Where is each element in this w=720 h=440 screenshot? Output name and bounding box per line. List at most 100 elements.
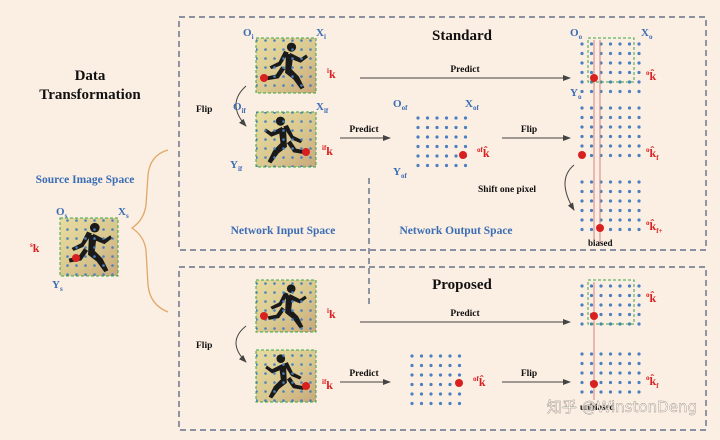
grid-dot — [589, 293, 594, 298]
grid-dot — [580, 51, 584, 56]
grid-dot — [637, 153, 641, 158]
standard-flipped-y-label: Yif — [230, 159, 243, 173]
standard-output-x-label: Xo — [641, 27, 653, 41]
source-keypoint-dot — [72, 254, 80, 262]
grid-dot — [608, 390, 613, 394]
grid-dot — [410, 382, 414, 387]
grid-dot — [618, 134, 622, 139]
shift-arrow — [564, 164, 575, 211]
proposed-output-grid-top — [580, 284, 641, 326]
grid-dot — [608, 227, 613, 232]
source-space-label: Source Image Space — [36, 174, 135, 186]
grid-dot — [435, 135, 439, 139]
grid-dot — [589, 51, 594, 56]
standard-flipped-input-image — [255, 111, 317, 168]
standard-output-grid-shifted — [580, 180, 641, 232]
grid-dot — [627, 312, 632, 317]
grid-dot — [425, 135, 430, 139]
grid-dot — [627, 80, 632, 84]
grid-dot — [416, 135, 420, 139]
standard-flipped-keypoint-label: ifk — [322, 144, 333, 158]
grid-dot — [580, 106, 584, 110]
grid-dot — [618, 144, 622, 148]
proposed-output-keypoint-label: ok̂ — [646, 291, 657, 305]
grid-dot — [637, 312, 641, 317]
grid-dot — [637, 106, 641, 110]
grid-dot — [429, 373, 433, 377]
grid-dot — [637, 42, 641, 46]
grid-dot — [589, 189, 594, 194]
grid-dot — [637, 303, 641, 307]
proposed-predict-label-flip: Predict — [349, 369, 379, 379]
grid-dot — [438, 382, 443, 387]
grid-dot — [419, 363, 424, 368]
grid-dot — [637, 352, 641, 356]
grid-dot — [410, 373, 414, 377]
standard-flip-label: Flip — [196, 105, 212, 115]
standard-output-shifted-keypoint-label: ok̂f+ — [646, 219, 663, 235]
grid-dot — [457, 392, 462, 396]
network-input-space-label: Network Input Space — [231, 225, 336, 237]
grid-dot — [637, 293, 641, 298]
grid-dot — [589, 61, 594, 65]
grid-dot — [580, 390, 584, 394]
grid-dot — [618, 208, 622, 213]
grid-dot — [608, 189, 613, 194]
grid-dot — [416, 154, 420, 158]
standard-output-origin-label: Oo — [570, 27, 583, 41]
grid-dot — [589, 89, 594, 94]
grid-dot — [637, 89, 641, 94]
standard-output-flip-keypoint-dot — [459, 151, 467, 159]
grid-dot — [599, 312, 603, 317]
grid-dot — [580, 361, 584, 366]
grid-dot — [618, 180, 622, 184]
grid-dot — [589, 218, 594, 222]
grid-dot — [463, 135, 468, 139]
source-keypoint-label: sk — [30, 241, 40, 255]
grid-dot — [608, 380, 613, 385]
grid-dot — [637, 199, 641, 203]
grid-dot — [627, 51, 632, 56]
grid-dot — [425, 144, 430, 149]
grid-dot — [435, 125, 439, 130]
grid-dot — [419, 392, 424, 396]
grid-dot — [448, 363, 452, 368]
watermark: 知乎 @WinstonDeng — [547, 398, 697, 416]
standard-output-keypoint-dot — [590, 74, 598, 82]
grid-dot — [410, 401, 414, 406]
standard-output-shifted-keypoint-dot — [596, 224, 604, 232]
grid-dot — [580, 371, 584, 375]
grid-dot — [627, 61, 632, 65]
grid-dot — [454, 125, 458, 130]
grid-dot — [444, 116, 449, 120]
proposed-predict-label-top: Predict — [450, 309, 480, 319]
grid-dot — [608, 180, 613, 184]
grid-dot — [618, 51, 622, 56]
source-y-label: Ys — [52, 279, 63, 293]
grid-dot — [618, 218, 622, 222]
grid-dot — [419, 382, 424, 387]
grid-dot — [589, 361, 594, 366]
standard-output-grid-flipped — [580, 106, 641, 158]
grid-dot — [627, 134, 632, 139]
grid-dot — [627, 125, 632, 129]
grid-dot — [454, 144, 458, 149]
standard-flip-output-label: Flip — [521, 125, 537, 135]
grid-dot — [580, 293, 584, 298]
grid-dot — [618, 125, 622, 129]
proposed-output-grid-flipped — [580, 352, 641, 394]
standard-flipped-origin-label: Oif — [233, 101, 247, 115]
grid-dot — [410, 392, 414, 396]
grid-dot — [608, 284, 613, 288]
grid-dot — [618, 284, 622, 288]
grid-dot — [448, 373, 452, 377]
proposed-flipped-keypoint-label: ifk — [322, 378, 333, 392]
proposed-input-keypoint-label: ik — [327, 307, 336, 321]
unbiased-label: unbiased — [580, 402, 615, 412]
shift-label: Shift one pixel — [478, 185, 536, 195]
standard-panel — [178, 16, 707, 251]
proposed-title: Proposed — [432, 277, 492, 293]
grid-dot — [637, 227, 641, 232]
grid-dot — [444, 144, 449, 149]
